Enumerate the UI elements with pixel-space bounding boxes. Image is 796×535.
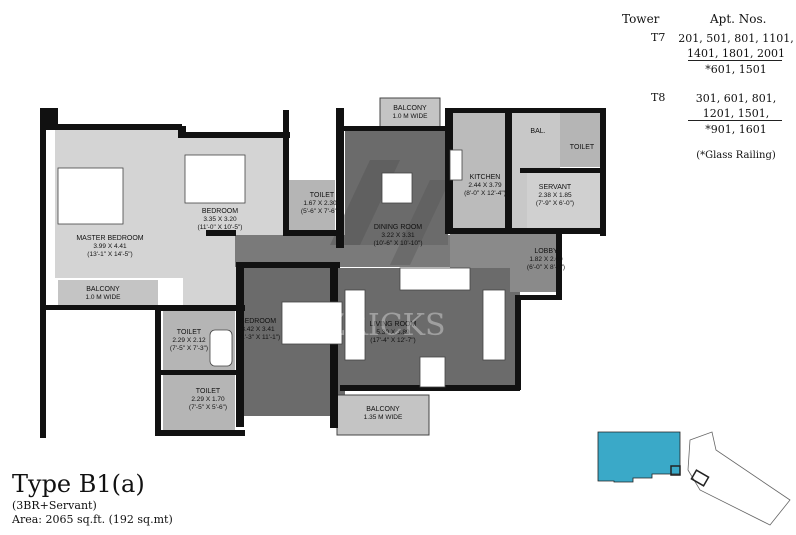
master-bed-icon: [57, 167, 124, 225]
room-size: 3.22 X 3.31: [381, 232, 415, 239]
room-size-ft: (7'-5" X 5'-6"): [189, 404, 227, 411]
balcony-width: 1.0 M WIDE: [85, 294, 121, 301]
sofa-icon: [399, 267, 471, 291]
walls: [40, 108, 606, 438]
balcony-width: 1.0 M WIDE: [392, 113, 428, 120]
config-text: (3BR+Servant): [12, 499, 97, 512]
servant-toilet-floor: [560, 112, 600, 167]
divider: [688, 120, 782, 121]
balcony-left-floor: [58, 280, 158, 306]
bedroom2-label: BEDROOM: [240, 318, 276, 325]
divider: [688, 60, 782, 61]
room-size: 2.29 X 2.12: [172, 337, 206, 344]
balcony-bottom-label: BALCONY: [366, 406, 400, 413]
tower-t8: T8: [651, 91, 666, 104]
living-room-label: LIVING ROOM: [370, 321, 417, 328]
type-title: Type B1(a): [12, 470, 145, 498]
balcony-top-label: BALCONY: [393, 105, 427, 112]
t8-glass: *901, 1601: [705, 123, 767, 136]
room-size-ft: (10'-6" X 10'-10"): [373, 240, 422, 247]
room-size-ft: (17'-4" X 12'-7"): [370, 337, 415, 344]
room-size-ft: (6'-0" X 8'-6"): [527, 264, 565, 271]
room-size: 5.30 X 3.89: [376, 329, 410, 336]
room-size-ft: (11'-3" X 11'-1"): [236, 334, 280, 341]
room-size: 1.67 X 2.30: [303, 200, 337, 207]
stove-icon: [449, 149, 463, 181]
toilet-floor: [287, 180, 335, 232]
bal-label: BAL.: [530, 128, 545, 135]
lift-core: [670, 465, 681, 476]
room-labels: MASTER BEDROOM 3.99 X 4.41 (13'-1" X 14'…: [76, 105, 595, 421]
room-size: 2.38 X 1.85: [538, 192, 572, 199]
sofa-side-icon: [482, 289, 506, 361]
watermark-logo: ZRICKS: [324, 308, 445, 343]
glass-railing-note: (*Glass Railing): [696, 150, 776, 161]
dining-room-label: DINING ROOM: [374, 224, 422, 231]
watermark-stripe: [390, 180, 450, 265]
toilet3-label: TOILET: [196, 388, 221, 395]
apt-header: Apt. Nos.: [710, 12, 767, 26]
room-size-ft: (7'-9" X 6'-0"): [536, 200, 574, 207]
tower-t7: T7: [651, 31, 666, 44]
master-bedroom-label: MASTER BEDROOM: [76, 235, 143, 242]
room-size: 3.99 X 4.41: [93, 243, 127, 250]
key-plan: [597, 431, 791, 526]
lobby-label: LOBBY: [534, 248, 558, 255]
room-size-ft: (8'-0" X 12'-4"): [464, 190, 506, 197]
armchair-icon: [419, 356, 446, 388]
room-size-ft: (7'-5" X 7'-3"): [170, 345, 208, 352]
t7-line2: 1401, 1801, 2001: [687, 47, 785, 60]
room-size-ft: (5'-6" X 7'-6"): [301, 208, 339, 215]
t8-line2: 1201, 1501,: [702, 107, 770, 120]
t7-line1: 201, 501, 801, 1101,: [678, 32, 794, 45]
servant-toilet-label: TOILET: [570, 144, 595, 151]
stair-core: [690, 469, 710, 487]
balcony-bottom-floor: [336, 394, 430, 436]
toilet2-label: TOILET: [177, 329, 202, 336]
balcony-width: 1.35 M WIDE: [364, 414, 403, 421]
t7-glass: *601, 1501: [705, 63, 767, 76]
kitchen-label: KITCHEN: [470, 174, 501, 181]
furniture: [57, 149, 506, 388]
floors: [55, 97, 600, 436]
room-size: 1.82 X 2.60: [529, 256, 563, 263]
room-size: 3.35 X 3.20: [203, 216, 237, 223]
dining-table-icon: [381, 172, 413, 204]
passage-floor: [183, 235, 238, 305]
tower-header: Tower: [622, 12, 660, 26]
servant-floor: [527, 172, 600, 232]
balcony-left-label: BALCONY: [86, 286, 120, 293]
room-size: 2.44 X 3.79: [468, 182, 502, 189]
bed2-icon: [281, 301, 343, 345]
tower-outline: [687, 431, 791, 526]
balcony-top-floor: [379, 97, 441, 129]
bed-icon: [184, 154, 246, 204]
servant-label: SERVANT: [539, 184, 572, 191]
room-size-ft: (13'-1" X 14'-5"): [87, 251, 132, 258]
bedroom-label: BEDROOM: [202, 208, 238, 215]
room-size: 3.42 X 3.41: [241, 326, 275, 333]
bathtub-icon: [209, 329, 233, 367]
room-size-ft: (11'-0" X 10'-5"): [198, 224, 243, 231]
toilet-label: TOILET: [310, 192, 335, 199]
highlighted-unit: [597, 431, 681, 483]
t8-line1: 301, 601, 801,: [695, 92, 777, 105]
chairs-icon: [344, 289, 366, 361]
area-text: Area: 2065 sq.ft. (192 sq.mt): [12, 513, 173, 526]
toilet3-floor: [163, 375, 235, 430]
room-size: 2.29 X 1.70: [191, 396, 225, 403]
